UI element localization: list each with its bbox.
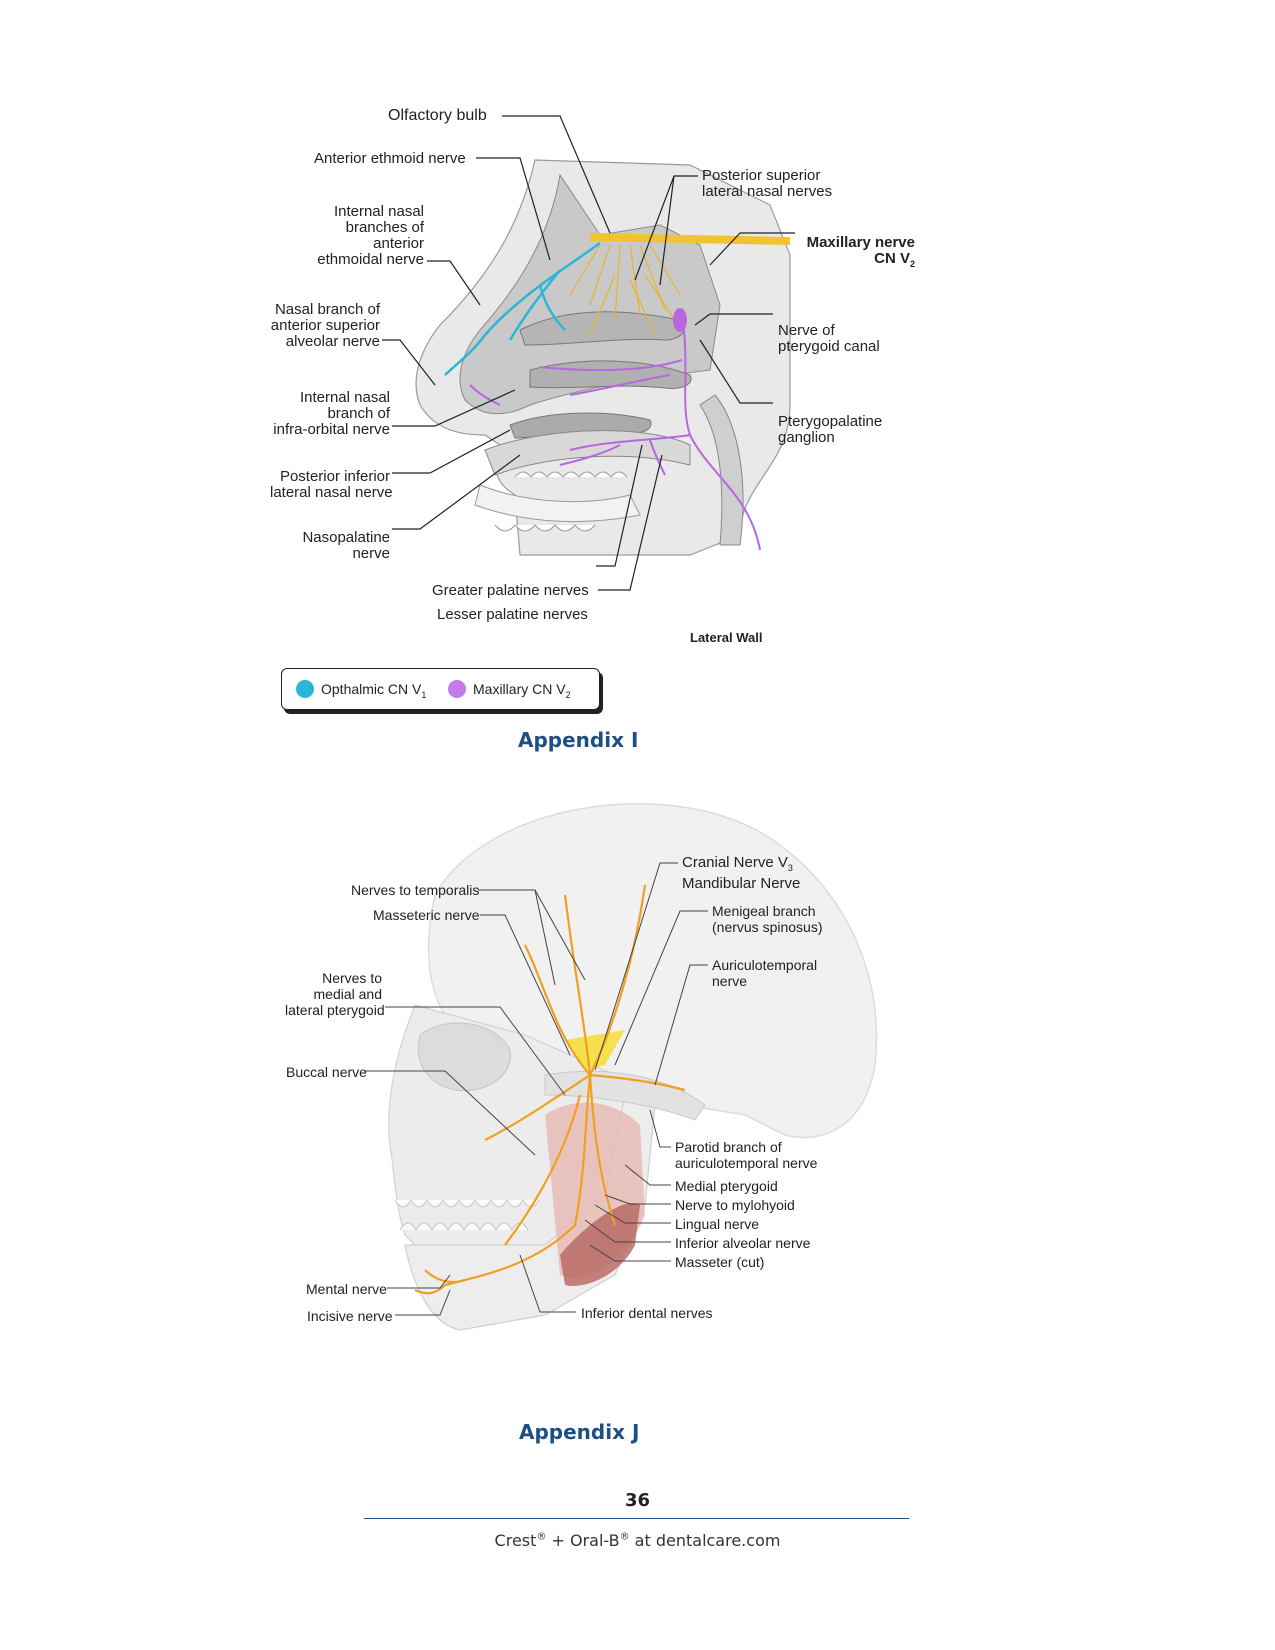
pterygopalatine-ganglion-mark <box>673 308 687 332</box>
label-anterior-ethmoid-nerve: Anterior ethmoid nerve <box>314 150 466 167</box>
label-pterygopalatine-ganglion: Pterygopalatine ganglion <box>778 413 883 446</box>
label-meningeal-branch: Menigeal branch (nervus spinosus) <box>712 903 823 935</box>
label-parotid-branch: Parotid branch of auriculotemporal nerve <box>675 1139 818 1171</box>
label-internal-nasal-branches: Internal nasal branches of anterior ethm… <box>317 203 424 268</box>
label-medial-pterygoid: Medial pterygoid <box>675 1178 778 1194</box>
label-lesser-palatine: Lesser palatine nerves <box>437 606 588 623</box>
label-nerves-temporalis: Nerves to temporalis <box>351 882 480 898</box>
label-incisive-nerve: Incisive nerve <box>307 1308 393 1324</box>
label-nerves-pterygoid: Nerves to medial and lateral pterygoid <box>285 970 385 1018</box>
label-maxillary-nerve: Maxillary nerve CN V2 <box>806 234 915 270</box>
nasal-anatomy-illustration <box>382 115 795 591</box>
caption-appendix-j: Appendix J <box>519 1420 640 1444</box>
label-greater-palatine: Greater palatine nerves <box>432 582 589 599</box>
label-lateral-wall: Lateral Wall <box>690 630 763 645</box>
label-posterior-inferior-lateral: Posterior inferior lateral nasal nerve <box>270 468 393 501</box>
legend-ophthalmic: Opthalmic CN V1 <box>321 681 427 700</box>
skull-anatomy-illustration <box>364 803 878 1331</box>
label-nerve-mylohyoid: Nerve to mylohyoid <box>675 1197 795 1213</box>
label-auriculotemporal: Auriculotemporal nerve <box>712 957 818 989</box>
maxillary-swatch <box>448 680 466 698</box>
footer-credit: Crest® + Oral-B® at dentalcare.com <box>494 1531 781 1550</box>
label-posterior-superior-lateral: Posterior superior lateral nasal nerves <box>702 167 833 200</box>
legend-maxillary: Maxillary CN V2 <box>473 681 571 700</box>
label-masseter-cut: Masseter (cut) <box>675 1254 765 1270</box>
label-internal-nasal-infraorbital: Internal nasal branch of infra-orbital n… <box>273 389 390 438</box>
label-buccal-nerve: Buccal nerve <box>286 1064 367 1080</box>
label-inferior-alveolar: Inferior alveolar nerve <box>675 1235 811 1251</box>
label-lingual-nerve: Lingual nerve <box>675 1216 760 1232</box>
footer-divider <box>364 1518 909 1519</box>
label-nerve-pterygoid-canal: Nerve of pterygoid canal <box>778 322 880 355</box>
ophthalmic-swatch <box>296 680 314 698</box>
label-nasal-branch-asa: Nasal branch of anterior superior alveol… <box>270 301 380 350</box>
caption-appendix-i: Appendix I <box>518 728 639 752</box>
nasal-lateral-wall-figure: Olfactory bulb Anterior ethmoid nerve In… <box>270 105 970 665</box>
label-masseteric-nerve: Masseteric nerve <box>373 907 480 923</box>
label-inferior-dental: Inferior dental nerves <box>581 1305 713 1321</box>
mandibular-nerve-figure: Cranial Nerve V3 Mandibular Nerve Nerves… <box>285 775 905 1395</box>
label-olfactory-bulb: Olfactory bulb <box>388 107 487 124</box>
label-nasopalatine: Nasopalatine nerve <box>302 529 390 562</box>
label-mental-nerve: Mental nerve <box>306 1281 387 1297</box>
label-cranial-nerve-v3: Cranial Nerve V3 Mandibular Nerve <box>682 854 801 892</box>
page-number: 36 <box>624 1490 651 1511</box>
nerve-color-legend: Opthalmic CN V1 Maxillary CN V2 <box>281 668 600 710</box>
